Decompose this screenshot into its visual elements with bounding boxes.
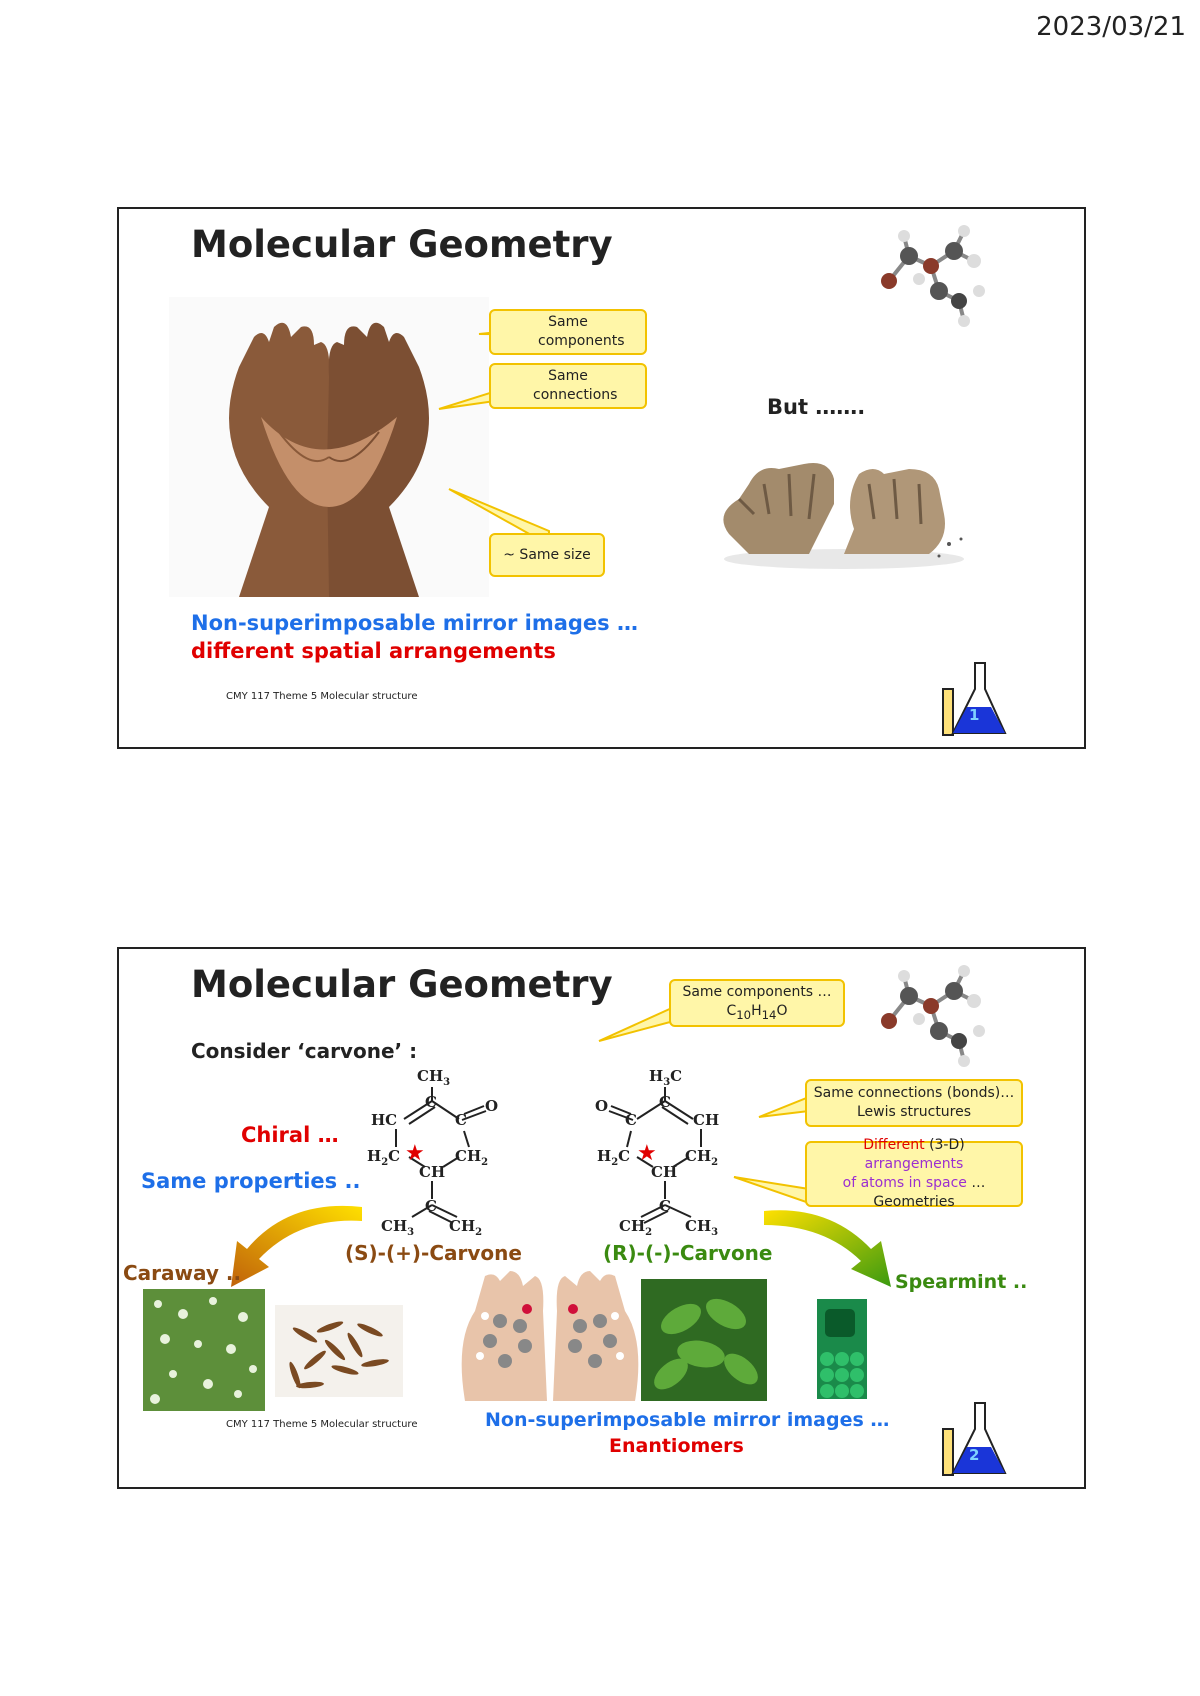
- r-atom-ch-mid: CH: [651, 1163, 678, 1181]
- r-atom-c-bottom: C: [659, 1197, 671, 1215]
- s-carvone-label: (S)-(+)-Carvone: [345, 1241, 522, 1265]
- mint-tin-photo: [817, 1299, 867, 1399]
- enantiomers-text: Enantiomers: [609, 1435, 744, 1457]
- page-number: 2: [969, 1446, 980, 1464]
- s-atom-c1: C: [425, 1093, 437, 1111]
- callout-text: Lewis structures: [856, 1104, 972, 1120]
- r-atom-c1: C: [659, 1093, 671, 1111]
- hands-photo: [169, 297, 489, 597]
- callout-text: Same components …: [682, 983, 832, 1000]
- callout-same-connections: Same connections: [489, 363, 647, 409]
- s-atom-c-bottom: C: [425, 1197, 437, 1215]
- callout-same-components: Same components: [489, 309, 647, 355]
- slide-footer: CMY 117 Theme 5 Molecular structure: [226, 1419, 418, 1430]
- r-atom-ch: CH: [693, 1111, 720, 1129]
- r-atom-o: O: [595, 1097, 609, 1115]
- r-atom-ch2-right: CH2: [685, 1147, 719, 1168]
- same-properties-text: Same properties ..: [141, 1169, 361, 1193]
- consider-carvone-text: Consider ‘carvone’ :: [191, 1039, 418, 1063]
- callout-text: of atoms in space …: [813, 1174, 1015, 1193]
- s-atom-ch2-right: CH2: [455, 1147, 489, 1168]
- spearmint-label: Spearmint ..: [895, 1271, 1028, 1293]
- spatial-arrangements-text: different spatial arrangements: [191, 639, 556, 663]
- chiral-star-icon: ★: [637, 1141, 657, 1166]
- s-atom-h2c: H2C: [367, 1147, 401, 1168]
- ellipsis-text: …: [971, 1175, 986, 1191]
- s-atom-c2: C: [455, 1111, 467, 1129]
- molecule-model-icon: [881, 225, 985, 327]
- gloves-photo: [723, 463, 964, 569]
- caraway-label: Caraway ..: [123, 1261, 242, 1285]
- flask-icon: [942, 1402, 1007, 1476]
- callout-text: ~ Same size: [503, 546, 591, 563]
- slide-title: Molecular Geometry: [191, 963, 613, 1006]
- dimension-text: (3-D): [929, 1137, 965, 1154]
- but-text: But …….: [767, 395, 866, 419]
- callout-same-connections: Same connections (bonds)… Lewis structur…: [805, 1079, 1023, 1127]
- atom-label: CH3: [417, 1067, 451, 1088]
- s-atom-ch3-top: CH3: [417, 1067, 450, 1088]
- callout-same-components: Same components … C10H14O: [669, 979, 845, 1027]
- chiral-star-icon: ★: [405, 1141, 425, 1166]
- molecule-model-icon: [881, 965, 985, 1067]
- s-atom-ch: CH: [419, 1163, 446, 1181]
- chiral-text: Chiral …: [241, 1123, 339, 1147]
- different-text: Different: [863, 1137, 925, 1154]
- callout-text: Same components: [538, 314, 625, 349]
- s-atom-hc: HC: [371, 1111, 398, 1129]
- atoms-in-space-text: of atoms in space: [842, 1175, 967, 1191]
- callout-text: Same connections (bonds)…: [813, 1085, 1015, 1102]
- hands-molecule-photo: [461, 1271, 639, 1401]
- callout-text: Different (3-D) arrangements: [813, 1136, 1015, 1174]
- page-number: 1: [969, 706, 980, 724]
- mirror-images-text: Non-superimposable mirror images …: [191, 611, 638, 635]
- callout-text: Geometries: [873, 1193, 955, 1210]
- arrangements-text: arrangements: [864, 1156, 964, 1173]
- slide2-graphics: [231, 1005, 891, 1287]
- mirror-images-text: Non-superimposable mirror images …: [485, 1409, 890, 1431]
- slide-2: Molecular Geometry Consider ‘carvone’ :: [117, 947, 1086, 1489]
- s-atom-ch3-bottom: CH3: [381, 1217, 415, 1238]
- callout-text: Same connections: [533, 368, 618, 403]
- flask-icon: [942, 662, 1007, 736]
- r-atom-c2: C: [625, 1111, 637, 1129]
- spearmint-photo: [641, 1279, 767, 1401]
- r-atom-h3c-top: H3C: [649, 1067, 683, 1088]
- slide-footer: CMY 117 Theme 5 Molecular structure: [226, 691, 418, 702]
- r-carvone-label: (R)-(-)-Carvone: [603, 1241, 773, 1265]
- callout-same-size: ~ Same size: [489, 533, 605, 577]
- caraway-plant-photo: [143, 1289, 265, 1411]
- slide-1: Molecular Geometry Same components Same …: [117, 207, 1086, 749]
- r-atom-h2c: H2C: [597, 1147, 631, 1168]
- callout-different-geometries: Different (3-D) arrangements of atoms in…: [805, 1137, 1023, 1210]
- formula-c10h14o: C10H14O: [726, 1002, 788, 1022]
- s-atom-ch2-bottom: CH2: [449, 1217, 483, 1238]
- r-atom-ch2-bottom: CH2: [619, 1217, 653, 1238]
- caraway-seeds-photo: [275, 1305, 403, 1397]
- slide-title: Molecular Geometry: [191, 223, 613, 266]
- s-atom-o: O: [485, 1097, 499, 1115]
- r-atom-ch3-bottom: CH3: [685, 1217, 719, 1238]
- page-date: 2023/03/21: [1036, 12, 1186, 42]
